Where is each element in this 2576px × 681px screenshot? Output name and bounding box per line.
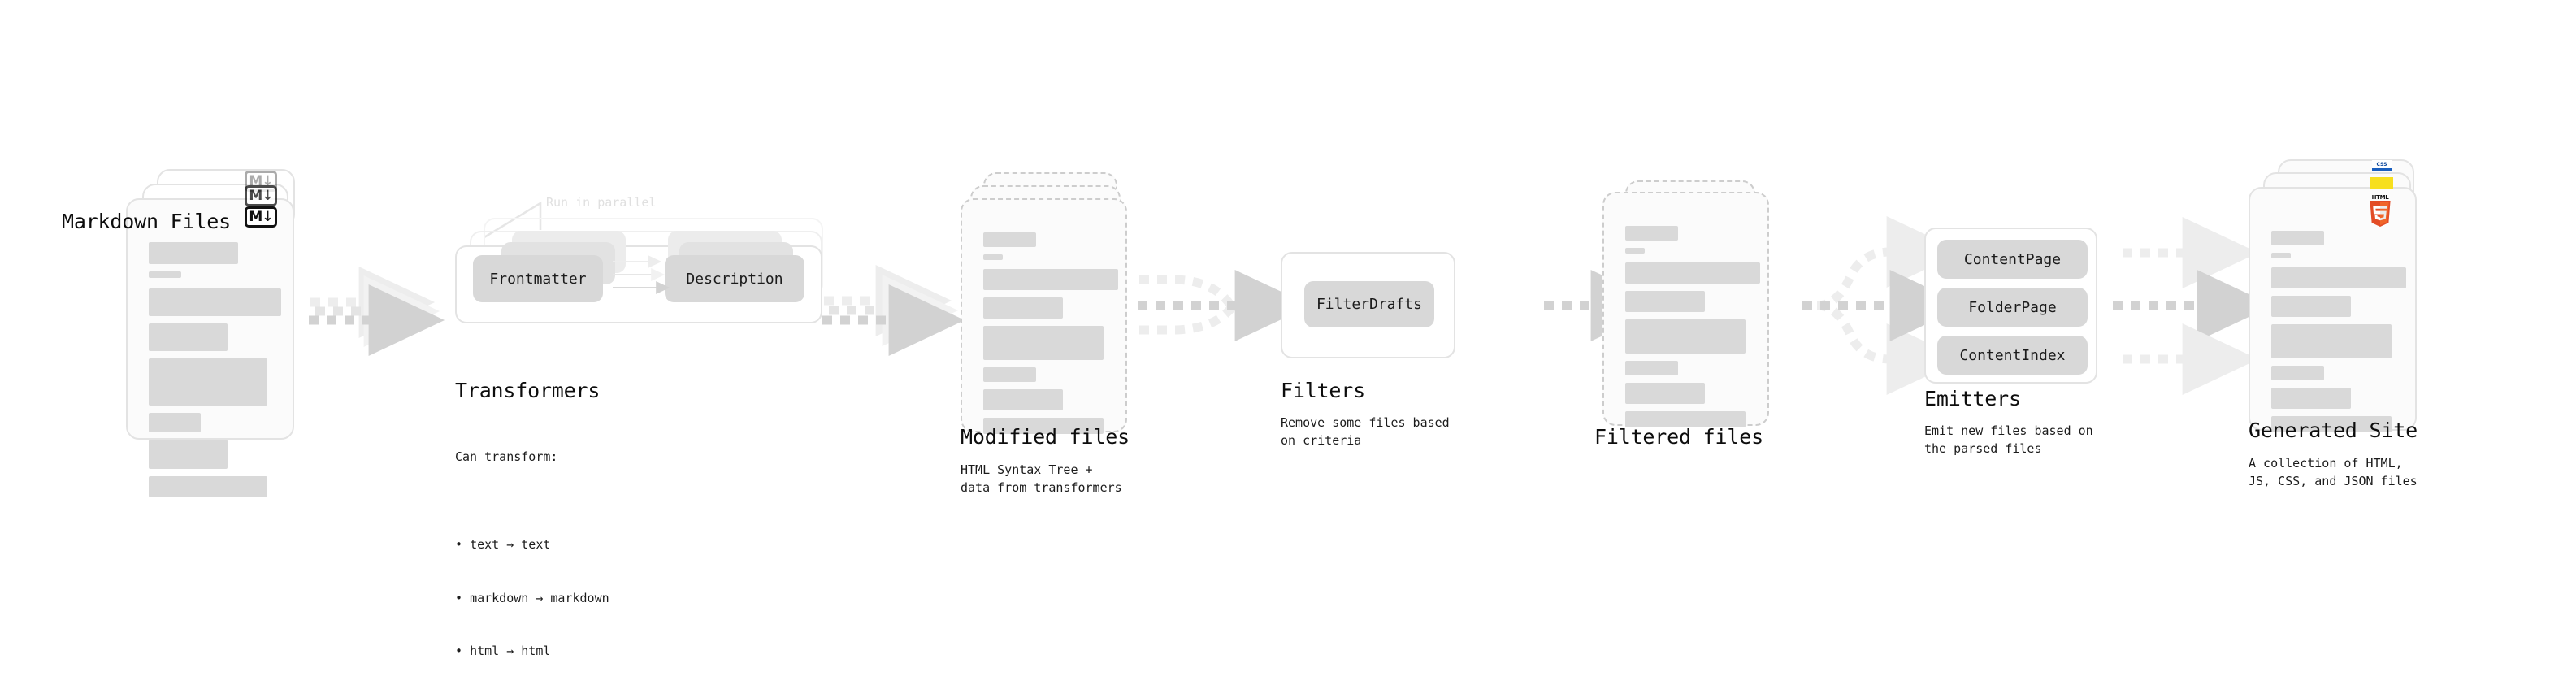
- connector-emitters-to-site: [2113, 217, 2274, 395]
- filtered-file-content: [1625, 226, 1760, 435]
- stage-title-filtered-files: Filtered files: [1594, 425, 1763, 449]
- emitters-box: ContentPage FolderPage ContentIndex: [1924, 228, 2097, 384]
- stage-title-markdown-files: Markdown Files: [62, 210, 231, 233]
- filtered-file-front: [1602, 192, 1769, 427]
- modified-file-front: [961, 198, 1127, 434]
- chip-contentpage[interactable]: ContentPage: [1937, 240, 2088, 279]
- stage-desc-transformers: Can transform: text → text markdown → ma…: [455, 413, 609, 681]
- stage-desc-modified-files: HTML Syntax Tree + data from transformer…: [961, 462, 1122, 495]
- run-in-parallel-label: Run in parallel: [546, 195, 657, 210]
- transformers-bullet-0: text → text: [455, 536, 609, 554]
- markdown-badge-mid: M↓: [245, 185, 277, 206]
- chip-frontmatter[interactable]: Frontmatter: [473, 255, 603, 302]
- css-badge-bar: [2372, 168, 2392, 171]
- markdown-badge-front: M↓: [245, 206, 277, 228]
- transformers-bullet-2: html → html: [455, 643, 609, 661]
- site-file-content: [2271, 231, 2406, 440]
- transformers-bullets: text → text markdown → markdown html → h…: [455, 501, 609, 681]
- transformers-desc-lead: Can transform:: [455, 449, 558, 464]
- stage-desc-filters: Remove some files based on criteria: [1281, 415, 1450, 448]
- chip-description[interactable]: Description: [665, 255, 804, 302]
- stage-title-modified-files: Modified files: [961, 425, 1130, 449]
- markdown-file-content: [149, 242, 281, 505]
- stage-desc-emitters: Emit new files based on the parsed files: [1924, 423, 2093, 456]
- stage-title-filters: Filters: [1281, 379, 1365, 402]
- markdown-file-front: [126, 198, 294, 497]
- stage-title-transformers: Transformers: [455, 379, 601, 402]
- css-badge: CSS: [2372, 160, 2392, 171]
- connector-modified-to-filters: [1138, 270, 1312, 341]
- html5-badge-label: HTML: [2371, 194, 2389, 201]
- filters-box: FilterDrafts: [1281, 252, 1455, 358]
- connector-transformers-to-modified: [822, 265, 965, 356]
- html5-badge: HTML: [2367, 195, 2393, 228]
- transformer-inner-arrows: [613, 255, 670, 294]
- modified-file-content: [983, 232, 1118, 441]
- connector-md-to-transformers: [309, 267, 445, 356]
- js-badge: [2370, 177, 2393, 189]
- chip-filterdrafts[interactable]: FilterDrafts: [1304, 281, 1434, 327]
- stage-title-generated-site: Generated Site: [2249, 419, 2418, 442]
- connector-filtered-to-emitters: [1802, 216, 1967, 395]
- html5-shield-icon: [2370, 201, 2391, 228]
- stage-desc-generated-site: A collection of HTML, JS, CSS, and JSON …: [2249, 456, 2418, 488]
- stage-title-emitters: Emitters: [1924, 387, 2021, 410]
- transformers-bullet-1: markdown → markdown: [455, 590, 609, 608]
- css-badge-label: CSS: [2376, 162, 2387, 167]
- site-file-front: [2249, 187, 2417, 432]
- chip-contentindex[interactable]: ContentIndex: [1937, 336, 2088, 375]
- chip-folderpage[interactable]: FolderPage: [1937, 288, 2088, 327]
